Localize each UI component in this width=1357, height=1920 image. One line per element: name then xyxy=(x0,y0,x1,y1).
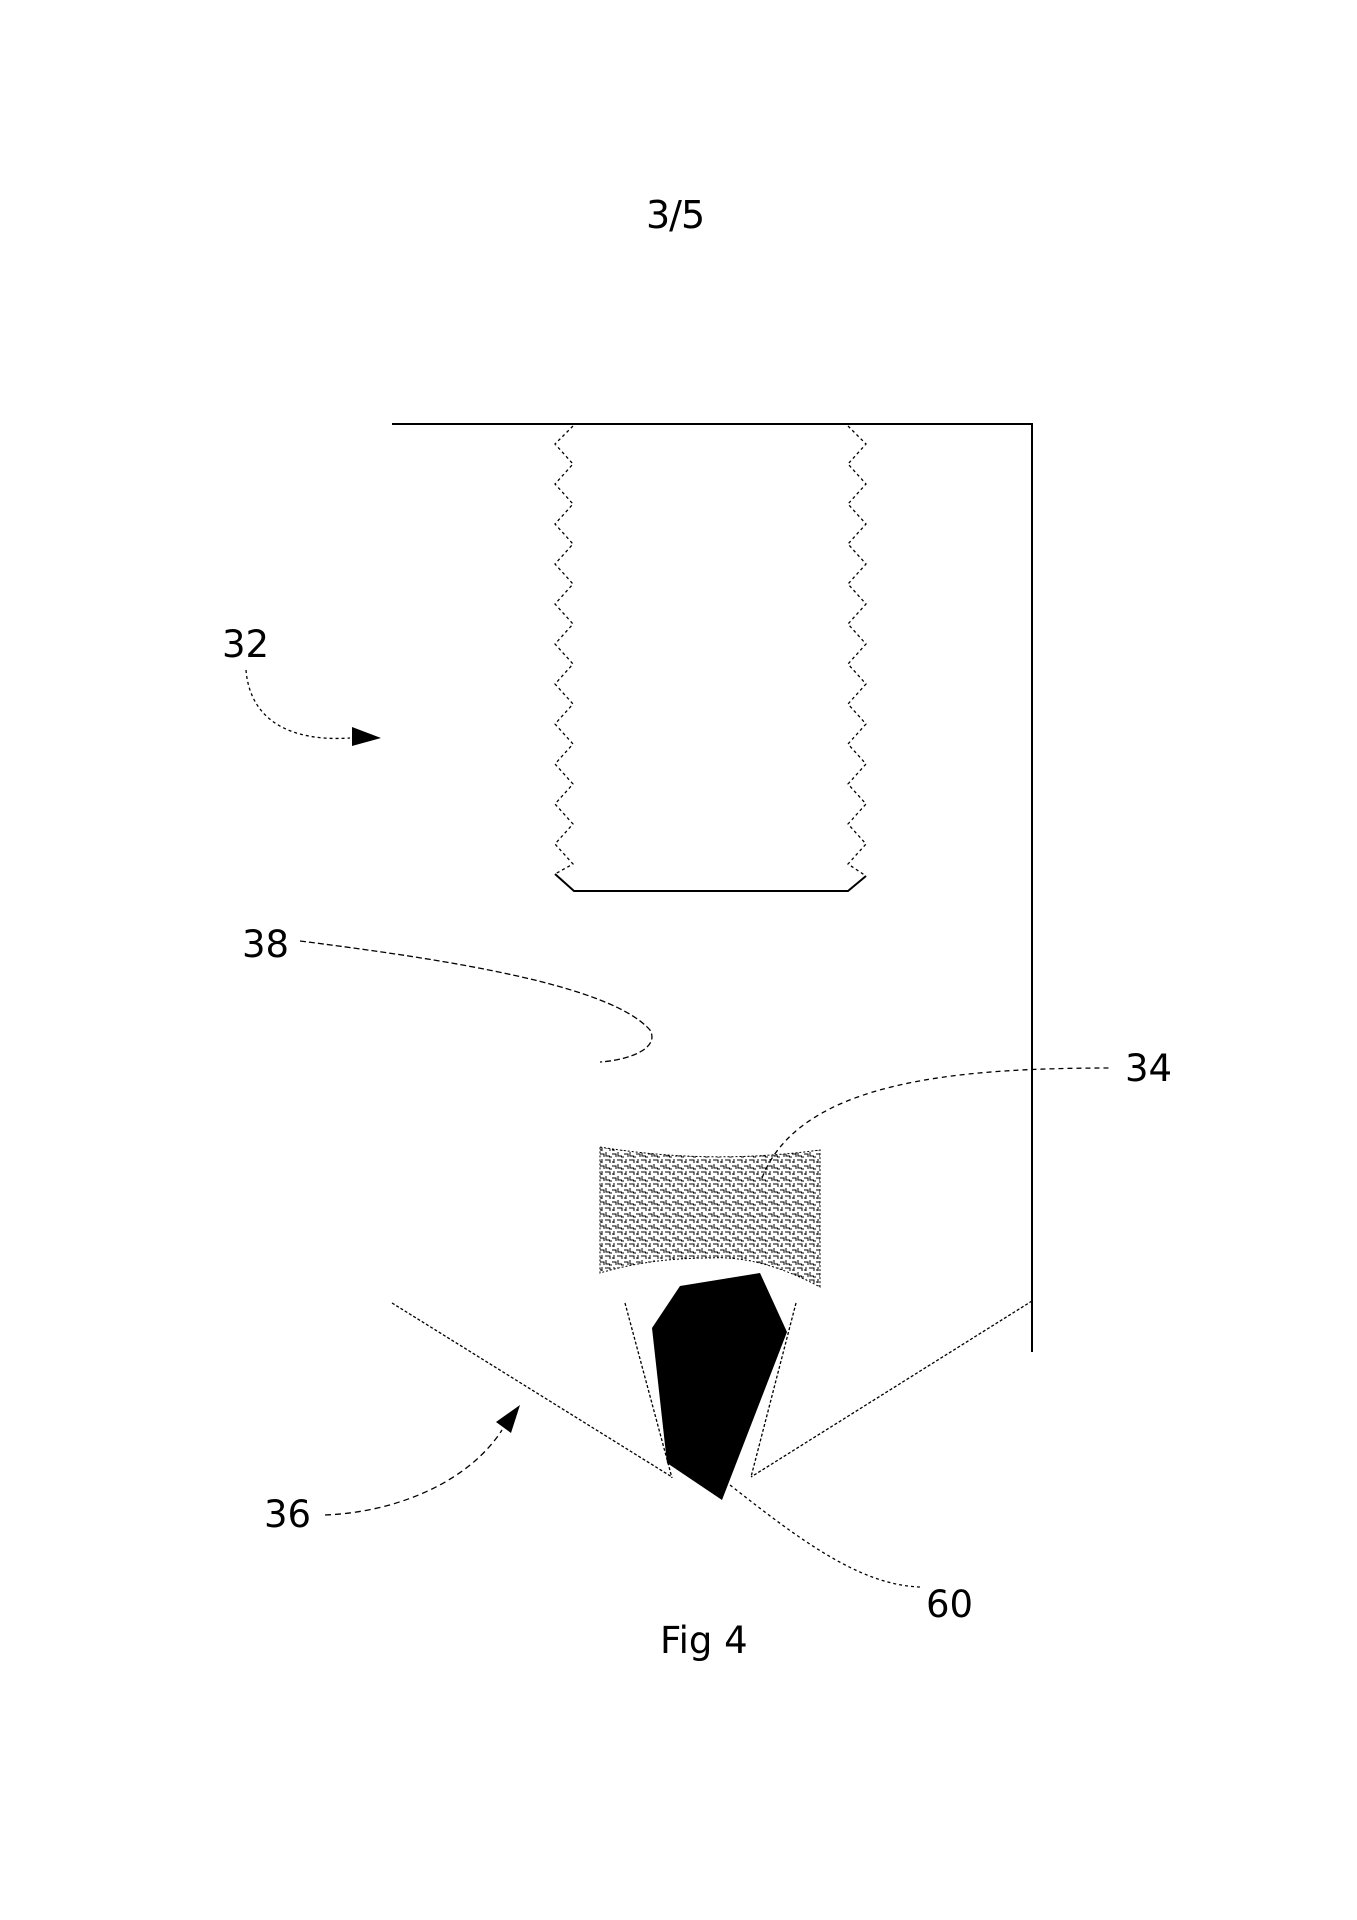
porous-insert xyxy=(599,1146,821,1288)
sheet-number: 3/5 xyxy=(646,193,705,237)
reference-numeral-60: 60 xyxy=(926,1583,974,1626)
leader-60 xyxy=(729,1484,921,1588)
conical-bottom xyxy=(391,1300,1033,1479)
threaded-bore xyxy=(554,425,867,877)
solid-body xyxy=(652,1273,787,1500)
reference-numeral-34: 34 xyxy=(1125,1047,1173,1090)
bore-bottom xyxy=(554,873,867,892)
reference-numeral-32: 32 xyxy=(222,623,270,666)
figure-caption: Fig 4 xyxy=(660,1619,748,1662)
leader-38 xyxy=(299,940,653,1063)
leader-36 xyxy=(324,1429,503,1516)
arrowhead-36-icon xyxy=(496,1405,520,1433)
body-outline xyxy=(392,423,1033,1352)
leader-32 xyxy=(245,669,351,740)
reference-numeral-38: 38 xyxy=(242,923,290,966)
leader-34 xyxy=(761,1067,1113,1179)
reference-numeral-36: 36 xyxy=(264,1493,312,1536)
arrowhead-32-icon xyxy=(352,727,381,746)
